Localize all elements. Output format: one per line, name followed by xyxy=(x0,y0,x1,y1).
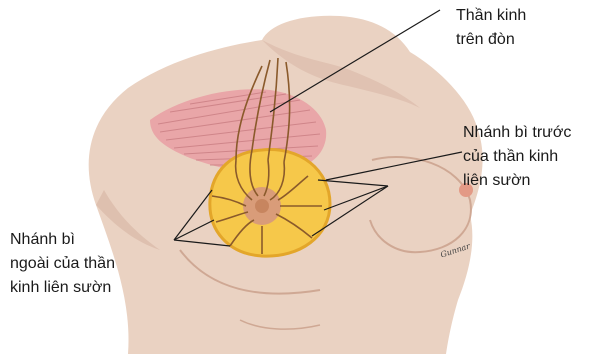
label-anterior-cutaneous-branch: Nhánh bì trước của thần kinh liên sườn xyxy=(463,121,571,193)
label-line: liên sườn xyxy=(463,169,571,193)
label-line: kinh liên sườn xyxy=(10,276,115,300)
label-line: Thần kinh xyxy=(456,4,526,28)
label-line: Nhánh bì xyxy=(10,228,115,252)
label-supraclavicular-nerve: Thần kinh trên đòn xyxy=(456,4,526,52)
label-line: của thần kinh xyxy=(463,145,571,169)
label-lateral-cutaneous-branch: Nhánh bì ngoài của thần kinh liên sườn xyxy=(10,228,115,300)
label-line: trên đòn xyxy=(456,28,526,52)
label-line: ngoài của thần xyxy=(10,252,115,276)
label-line: Nhánh bì trước xyxy=(463,121,571,145)
nipple xyxy=(255,199,269,213)
